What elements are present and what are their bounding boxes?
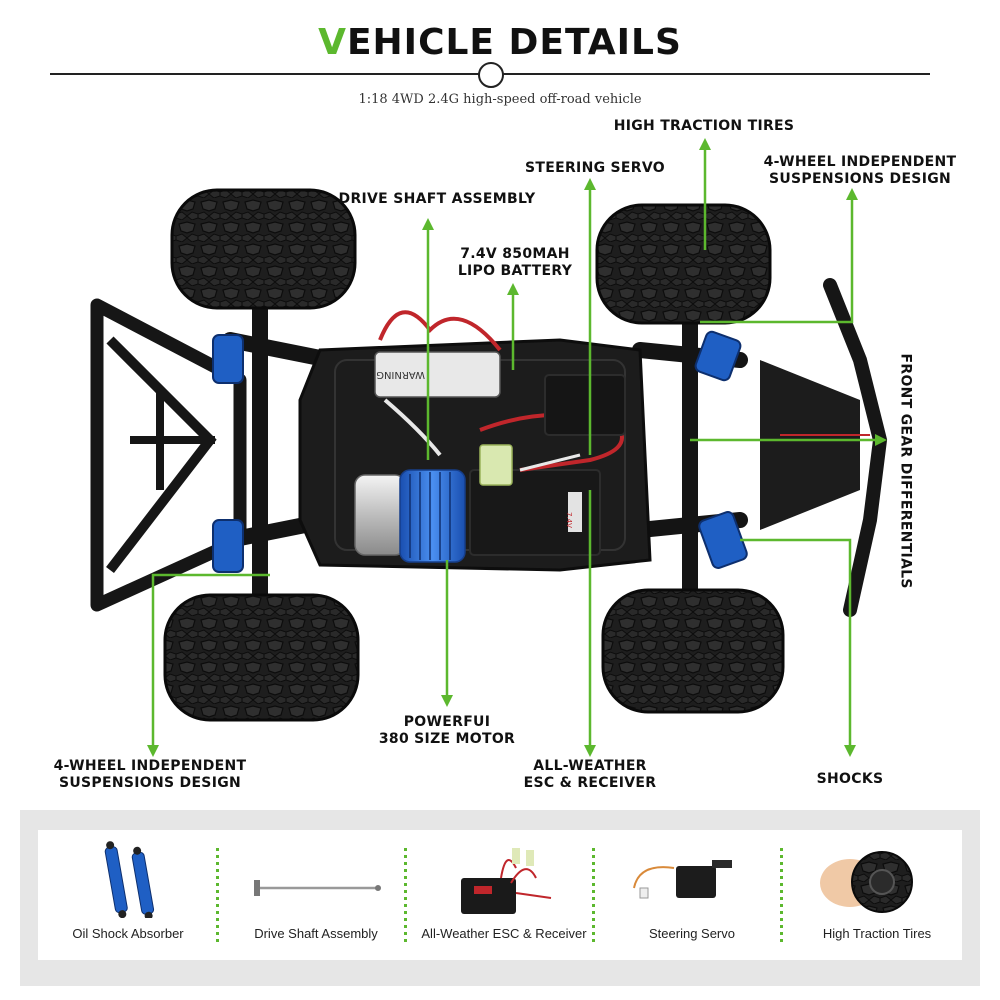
callout-esc-line2: ESC & RECEIVER — [523, 775, 657, 791]
page-subtitle: 1:18 4WD 2.4G high-speed off-road vehicl… — [358, 92, 642, 107]
callout-motor-line2: 380 SIZE MOTOR — [378, 731, 516, 747]
callout-suspension-right: 4-WHEEL INDEPENDENT SUSPENSIONS DESIGN — [760, 154, 960, 188]
part-label: All-Weather ESC & Receiver — [421, 926, 587, 941]
callout-shocks: SHOCKS — [816, 771, 884, 787]
battery-warning-text: WARNING — [376, 369, 425, 380]
esc-receiver-icon — [461, 848, 552, 914]
lipo-battery: WARNING — [374, 310, 502, 457]
steering-servo — [544, 374, 626, 436]
part-drive-shaft-assembly: Drive Shaft Assembly — [228, 838, 404, 956]
tires — [163, 188, 785, 722]
divider-dots — [404, 848, 407, 944]
callout-esc: ALL-WEATHER ESC & RECEIVER — [520, 758, 660, 792]
title-accent-letter: V — [318, 22, 347, 63]
callout-suspension-right-line1: 4-WHEEL INDEPENDENT — [763, 154, 957, 170]
part-esc-receiver: All-Weather ESC & Receiver — [416, 838, 592, 956]
divider-dots — [592, 848, 595, 944]
title-text: EHICLE DETAILS — [346, 22, 682, 63]
callout-suspension-left-line2: SUSPENSIONS DESIGN — [58, 775, 242, 791]
part-label: High Traction Tires — [822, 926, 932, 941]
divider-dots — [780, 848, 783, 944]
callout-motor-line1: POWERFUI — [403, 714, 491, 730]
callout-battery: 7.4V 850MAH LIPO BATTERY — [440, 246, 590, 280]
front-bumper — [760, 278, 888, 617]
callout-lines — [147, 138, 887, 757]
part-high-traction-tires: High Traction Tires — [792, 838, 962, 956]
callout-steering-servo: STEERING SERVO — [525, 160, 665, 176]
part-label: Steering Servo — [649, 926, 735, 941]
callout-front-gear-differentials: FRONT GEAR DIFFERENTIALS — [897, 353, 914, 589]
esc-receiver: 7.4V — [469, 413, 624, 556]
part-label: Drive Shaft Assembly — [254, 926, 378, 941]
part-steering-servo: Steering Servo — [604, 838, 780, 956]
tire-icon — [820, 851, 913, 913]
page-title: VEHICLE DETAILS — [0, 22, 1000, 63]
callout-suspension-right-line2: SUSPENSIONS DESIGN — [768, 171, 952, 187]
callout-suspension-left: 4-WHEEL INDEPENDENT SUSPENSIONS DESIGN — [50, 758, 250, 792]
esc-sticker-text: 7.4V — [565, 512, 573, 528]
part-oil-shock-absorber: Oil Shock Absorber — [40, 838, 216, 956]
motor-380 — [354, 469, 466, 563]
callout-esc-line1: ALL-WEATHER — [533, 758, 647, 774]
callout-drive-shaft: DRIVE SHAFT ASSEMBLY — [338, 191, 536, 207]
callout-battery-line2: LIPO BATTERY — [457, 263, 573, 279]
shock-springs — [212, 330, 748, 573]
callout-battery-line1: 7.4V 850MAH — [460, 246, 570, 262]
callout-suspension-left-line1: 4-WHEEL INDEPENDENT — [53, 758, 247, 774]
steering-servo-icon — [633, 860, 732, 899]
callout-motor: POWERFUI 380 SIZE MOTOR — [372, 714, 522, 748]
rc-car-illustration: WARNING 7.4V — [90, 138, 888, 757]
shock-absorber-icon — [104, 841, 155, 920]
drive-shaft-icon — [254, 880, 381, 896]
title-divider-circle — [478, 62, 504, 88]
part-label: Oil Shock Absorber — [72, 926, 184, 941]
divider-dots — [216, 848, 219, 944]
callout-high-traction-tires: HIGH TRACTION TIRES — [613, 118, 795, 134]
